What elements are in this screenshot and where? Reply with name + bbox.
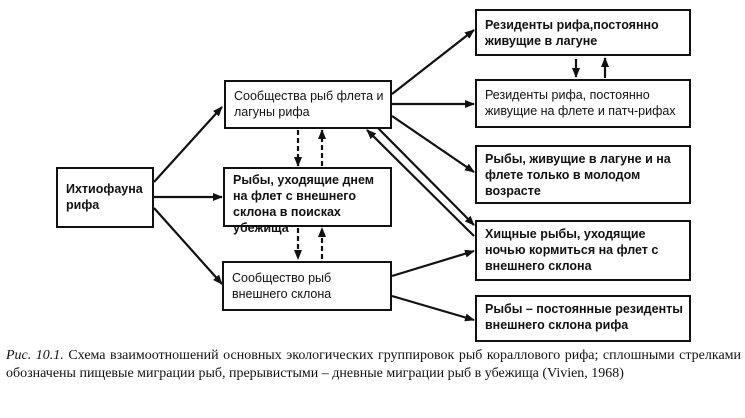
arrow-ichthyofauna-to-flat xyxy=(153,106,223,183)
caption-label: Рис. 10.1. xyxy=(6,348,64,363)
node-slope-residents: Рыбы – постоянные резиденты внешнего скл… xyxy=(475,295,691,342)
node-flat-lagoon: Сообщества рыб флета и лагуны рифа xyxy=(224,80,392,129)
arrow-flat-to-juveniles xyxy=(391,115,475,173)
arrow-flat-to-predators xyxy=(377,127,475,226)
node-ichthyofauna: Ихтиофауна рифа xyxy=(56,167,154,228)
arrow-ichthyofauna-to-slope xyxy=(153,207,223,285)
node-juveniles: Рыбы, живущие в лагуне и на флете только… xyxy=(475,145,691,204)
figure-caption: Рис. 10.1. Схема взаимоотношений основны… xyxy=(6,347,741,383)
node-predators: Хищные рыбы, уходящие ночью кормиться на… xyxy=(475,220,691,281)
node-outer-slope: Сообщество рыб внешнего склона xyxy=(222,261,392,311)
arrow-flat-to-lagoon-residents xyxy=(391,29,475,95)
caption-text: Схема взаимоотношений основных экологиче… xyxy=(6,348,742,381)
arrow-slope-to-slope-residents xyxy=(391,294,475,322)
arrow-slope-to-predators xyxy=(391,249,475,278)
node-lagoon-residents: Резиденты рифа,постоянно живущие в лагун… xyxy=(475,9,691,56)
node-flat-residents: Резиденты рифа, постоянно живущие на фле… xyxy=(475,79,691,128)
node-day-refuge: Рыбы, уходящие днем на флет с внешнего с… xyxy=(223,167,392,235)
arrow-predators-to-flat xyxy=(366,129,475,237)
